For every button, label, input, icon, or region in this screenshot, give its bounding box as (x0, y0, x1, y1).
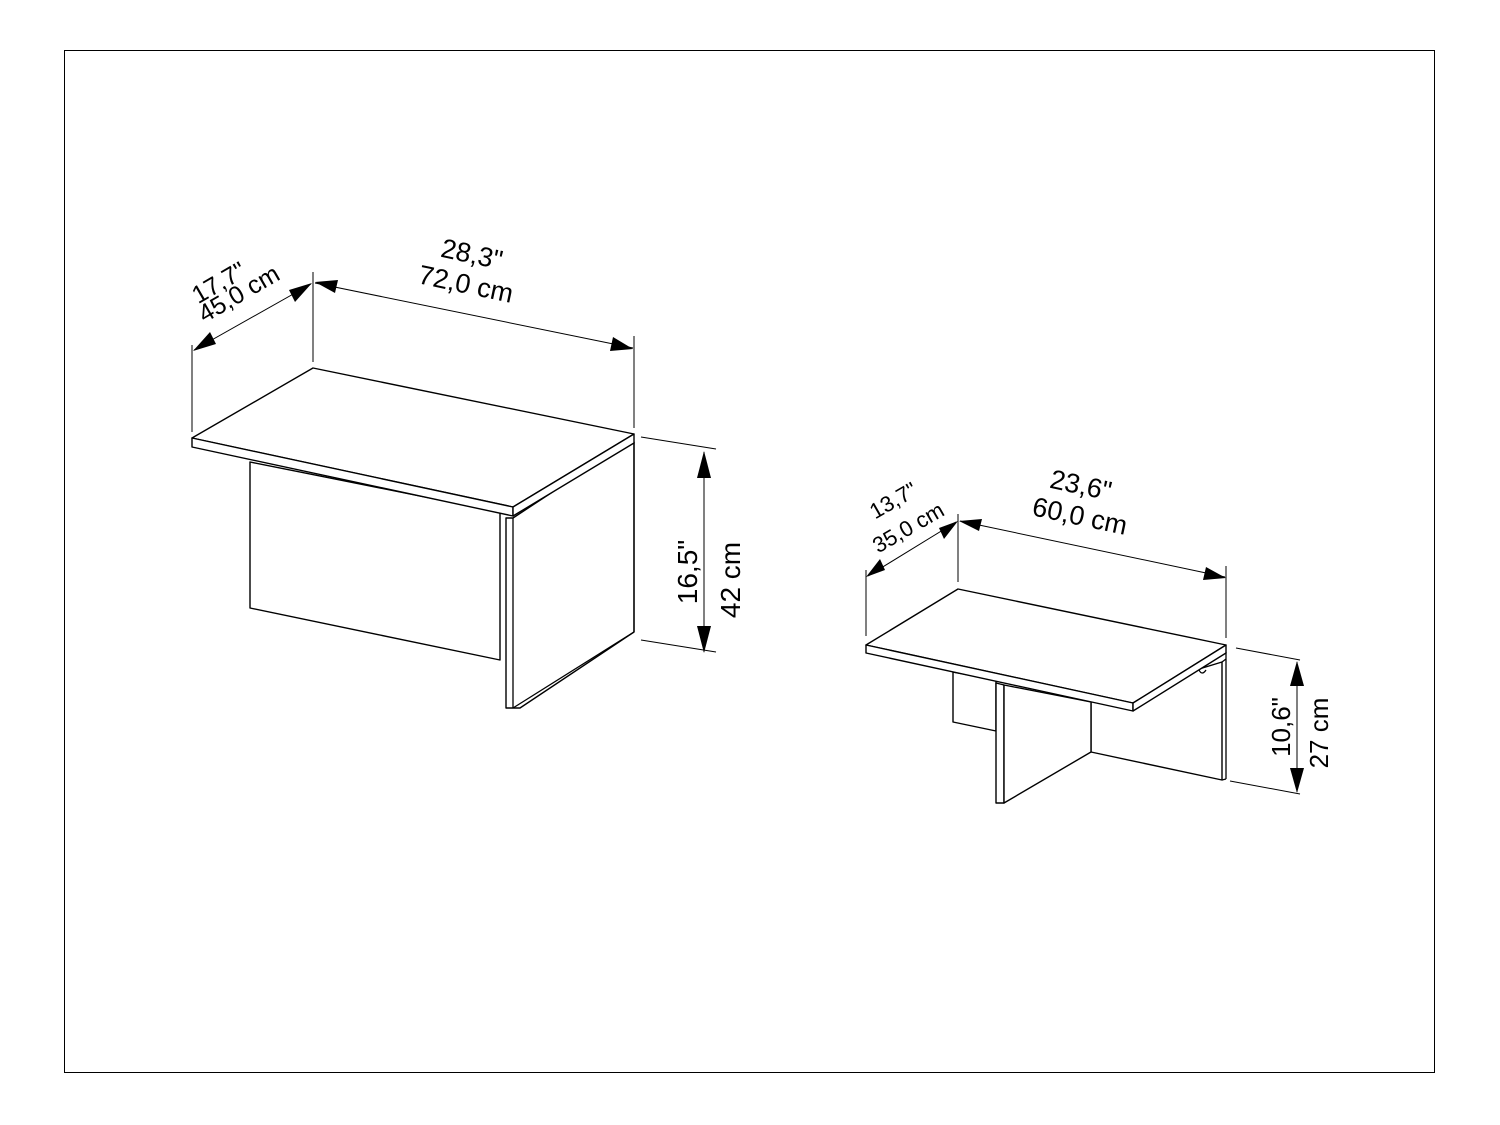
small-table-front-panel (1003, 684, 1092, 804)
large-height-in: 16,5" (672, 540, 703, 604)
small-height-cm: 27 cm (1304, 698, 1334, 769)
large-height-cm: 42 cm (715, 542, 746, 618)
large-table-right-edge (512, 433, 635, 517)
small-table-front-panel-edge (995, 682, 1005, 804)
small-table-back-leg (952, 671, 997, 732)
small-height-in: 10,6" (1266, 697, 1296, 757)
drawing-frame (64, 50, 1435, 1073)
large-table: 17,7" 45,0 cm 28,3" 72,0 cm 16,5" 42 cm (187, 233, 746, 709)
small-table-right-edge (1132, 644, 1227, 712)
small-table: 13,7" 35,0 cm 23,6" 60,0 cm 10,6" 27 cm (865, 464, 1334, 804)
